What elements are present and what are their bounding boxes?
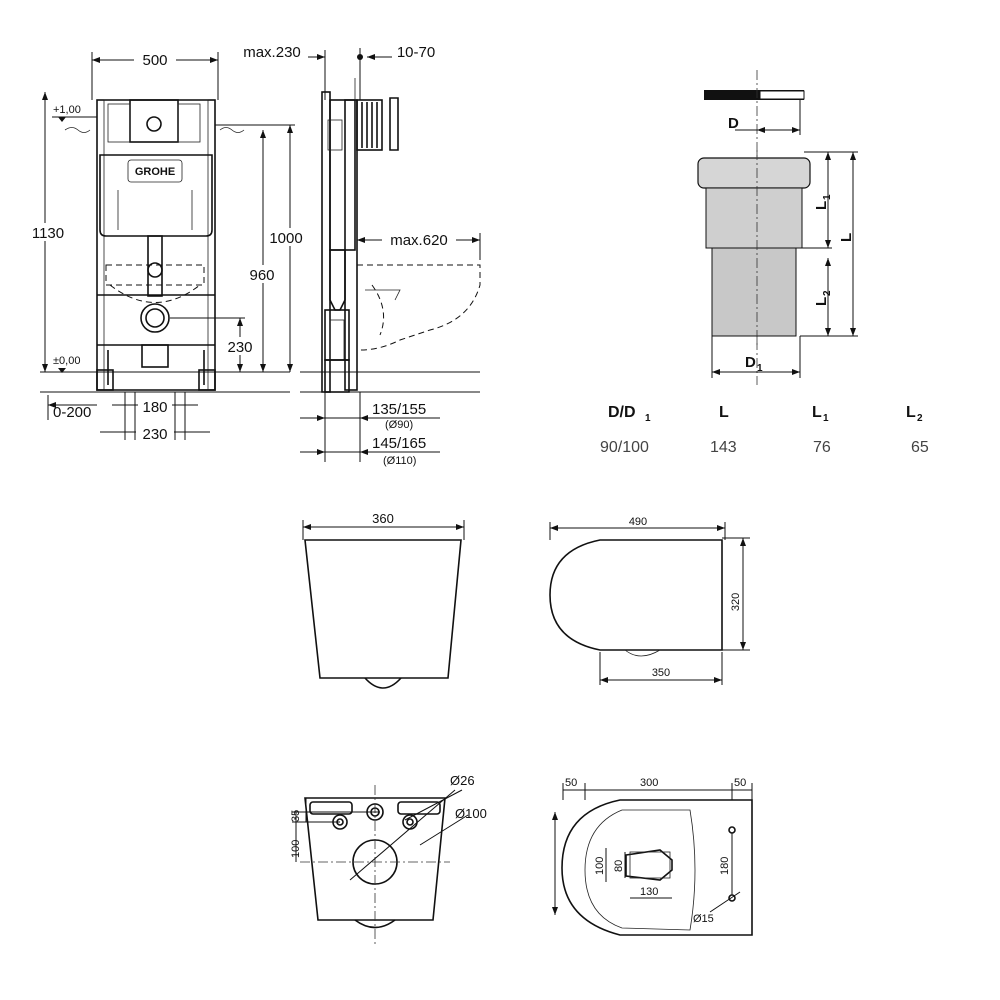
table-header-l: L	[719, 404, 729, 421]
dim-rear-100: 100	[290, 840, 302, 858]
table-cell-dd1: 90/100	[600, 439, 649, 456]
dim-bowl-360: 360	[372, 511, 394, 526]
dim-dia-110: (Ø110)	[383, 455, 416, 467]
dim-bowl-320: 320	[730, 593, 742, 611]
pipe-label-l2: L	[813, 297, 830, 306]
label-dia-100: Ø100	[455, 806, 487, 821]
dim-bowl-490: 490	[629, 516, 647, 528]
dim-1000: 1000	[269, 230, 302, 247]
svg-text:1: 1	[823, 413, 829, 424]
dim-top-100: 100	[594, 857, 606, 875]
svg-text:1: 1	[645, 413, 651, 424]
dim-230-height: 230	[227, 339, 252, 356]
dim-top-50-right: 50	[734, 777, 746, 789]
pipe-label-d1-sub: 1	[757, 363, 763, 374]
dim-top-300: 300	[640, 777, 658, 789]
pipe-label-l2-sub: 2	[822, 290, 833, 296]
dim-width-500: 500	[142, 52, 167, 69]
svg-text:L: L	[906, 404, 916, 421]
table-cell-l1: 76	[813, 439, 831, 456]
pipe-label-d1: D	[745, 354, 756, 371]
pipe-label-l: L	[838, 233, 855, 242]
pipe-label-l1: L	[813, 201, 830, 210]
label-dia-15: Ø15	[693, 913, 714, 925]
bowl-side-view: 490 320 350	[549, 516, 750, 685]
bowl-front-view: 360	[302, 511, 465, 689]
svg-text:2: 2	[917, 413, 923, 424]
svg-text:L: L	[812, 404, 822, 421]
dim-dia-90: (Ø90)	[385, 419, 413, 431]
dim-230-width: 230	[142, 426, 167, 443]
dim-top-50-left: 50	[565, 777, 577, 789]
dim-10-70: 10-70	[397, 44, 435, 61]
dim-top-130: 130	[640, 886, 658, 898]
dim-range-0-200: 0-200	[53, 404, 91, 421]
pipe-label-l1-sub: 1	[822, 194, 833, 200]
dim-135-155: 135/155	[372, 401, 426, 418]
bowl-rear-view: Ø26 Ø100 35 100	[290, 773, 487, 945]
dim-180: 180	[142, 399, 167, 416]
svg-text:D/D: D/D	[608, 404, 636, 421]
level-zero: ±0,00	[53, 355, 80, 367]
dim-960: 960	[249, 267, 274, 284]
table-header-dd1: D/D 1	[608, 404, 651, 424]
dim-top-80: 80	[613, 860, 625, 872]
dim-top-180: 180	[719, 857, 731, 875]
pipe-spec-table: D/D 1 L L 1 L 2 90/100 143 76 65	[600, 404, 929, 456]
bowl-top-view: 50 300 50 100 80 130 180 Ø15	[552, 777, 753, 936]
level-top: +1,00	[53, 104, 81, 116]
dim-bowl-350: 350	[652, 667, 670, 679]
table-header-l1: L 1	[812, 404, 829, 424]
table-cell-l: 143	[710, 439, 737, 456]
dim-max-620: max.620	[390, 232, 448, 249]
frame-front-view: 500 GROHE	[25, 50, 306, 443]
dim-rear-35: 35	[290, 810, 302, 822]
dim-145-165: 145/165	[372, 435, 426, 452]
svg-text:L: L	[719, 404, 729, 421]
table-header-l2: L 2	[906, 404, 923, 424]
label-dia-26: Ø26	[450, 773, 475, 788]
dim-height-1130: 1130	[32, 225, 64, 242]
table-cell-l2: 65	[911, 439, 929, 456]
dim-max-230: max.230	[243, 44, 301, 61]
grohe-logo: GROHE	[135, 166, 175, 178]
frame-side-view: max.230 10-70 max.6	[238, 42, 481, 467]
pipe-label-d: D	[728, 115, 739, 132]
connection-pipe: D L 1 L L 2 D	[697, 70, 858, 385]
